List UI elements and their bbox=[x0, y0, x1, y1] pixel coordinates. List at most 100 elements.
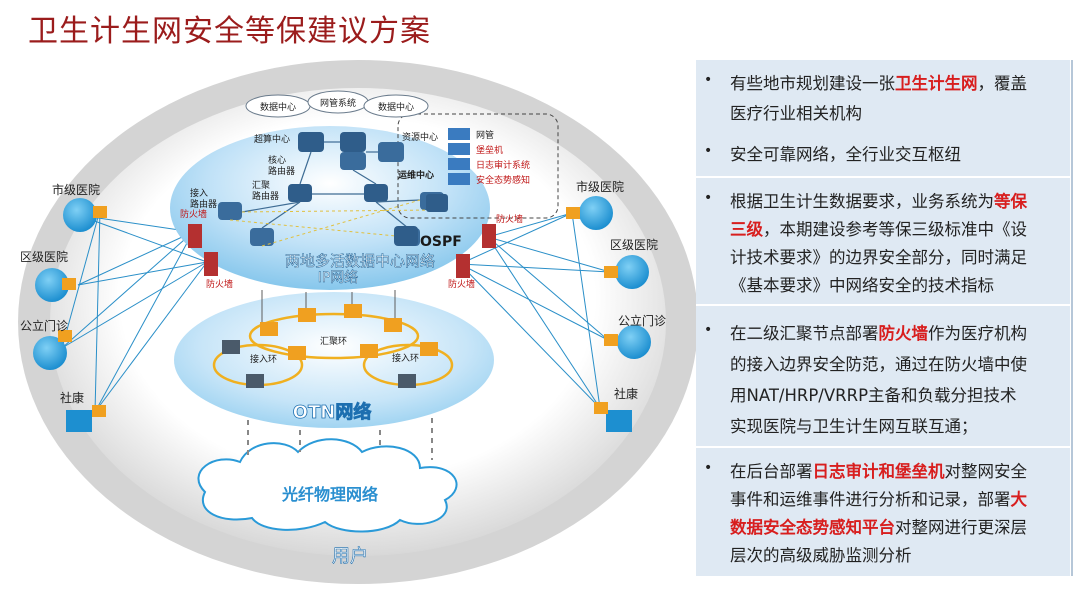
otn-nodes bbox=[222, 304, 438, 388]
right-node-label-1: 市级医院 bbox=[576, 179, 624, 194]
right-node-label-4: 社康 bbox=[614, 386, 638, 401]
card-4-line-3: 数据安全态势感知平台对整网进行更深层 bbox=[730, 514, 1027, 538]
ops-legend-icons bbox=[426, 128, 470, 212]
card-4-line-1: 在后台部署日志审计和堡垒机对整网安全 bbox=[730, 458, 1027, 482]
ip-network-sub: IP网络 bbox=[318, 270, 359, 286]
left-node-label-3: 公立门诊 bbox=[20, 318, 68, 333]
agg-routers bbox=[288, 184, 388, 202]
highlight-text: 数据安全态势感知平台 bbox=[730, 518, 895, 537]
highlight-text: 等保 bbox=[994, 192, 1027, 211]
card-2-line-1: 根据卫生计生数据要求，业务系统为等保 bbox=[730, 188, 1027, 212]
cloud-label-3: 数据中心 bbox=[378, 101, 414, 113]
otn-ellipse bbox=[174, 292, 494, 428]
bullet-icon: • bbox=[704, 322, 713, 338]
ip-network-label: 两地多活数据中心网络 bbox=[285, 252, 435, 270]
agg-ring bbox=[248, 312, 420, 360]
card-4-line-4: 层次的高级威胁监测分析 bbox=[730, 542, 912, 566]
info-card-3: • 在二级汇聚节点部署防火墙作为医疗机构 的接入边界安全防范，通过在防火墙中使 … bbox=[696, 304, 1070, 446]
body-text: 用NAT/HRP/VRRP主备和负载分担技术 bbox=[730, 386, 1017, 405]
fiber-label: 光纤物理网络 bbox=[281, 485, 378, 504]
info-card-4: • 在后台部署日志审计和堡垒机对整网安全 事件和运维事件进行分析和记录，部署大 … bbox=[696, 446, 1070, 576]
ip-network-ellipse bbox=[170, 126, 490, 290]
page-title: 卫生计生网安全等保建议方案 bbox=[28, 14, 431, 49]
left-node-label-4: 社康 bbox=[60, 390, 84, 405]
highlight-text: 防火墙 bbox=[878, 324, 929, 343]
network-diagram: 数据中心 网管系统 数据中心 超算中心 核心路由器 汇聚路由器 接入路由器 资源… bbox=[18, 60, 696, 584]
access-ring-left-label: 接入环 bbox=[250, 353, 277, 365]
card-3-line-4: 实现医院与卫生计生网互联互通； bbox=[730, 413, 978, 437]
highlight-text: 日志审计和堡垒机 bbox=[812, 462, 945, 481]
left-node-icons bbox=[33, 198, 107, 432]
body-text: 对整网安全 bbox=[944, 462, 1028, 481]
body-text: 事件和运维事件进行分析和记录，部署 bbox=[730, 490, 1011, 509]
body-text: ，本期建设参考等保三级标准中《设 bbox=[763, 220, 1027, 239]
ops-center-box bbox=[397, 113, 559, 219]
body-text: 作为医疗机构 bbox=[928, 324, 1027, 343]
body-text: 有些地市规划建设一张 bbox=[730, 74, 895, 93]
info-panel: • 有些地市规划建设一张卫生计生网，覆盖 医疗行业相关机构 • 安全可靠网络，全… bbox=[696, 60, 1070, 576]
agg-router-label: 汇聚路由器 bbox=[252, 180, 279, 202]
firewalls bbox=[188, 224, 496, 278]
left-node-label-1: 市级医院 bbox=[52, 182, 100, 197]
left-node-label-2: 区级医院 bbox=[20, 250, 68, 264]
ops-legend-4: 安全态势感知 bbox=[476, 174, 530, 186]
ospf-label: OSPF bbox=[420, 234, 462, 250]
firewall-label-2: 防火墙 bbox=[206, 278, 233, 290]
right-node-label-2: 区级医院 bbox=[610, 238, 658, 252]
firewall-label-1: 防火墙 bbox=[180, 208, 207, 220]
card-1-line-1: 有些地市规划建设一张卫生计生网，覆盖 bbox=[730, 70, 1027, 94]
ospf-router bbox=[394, 226, 418, 246]
ops-center-label: 运维中心 bbox=[398, 169, 434, 181]
agg-ring-label: 汇聚环 bbox=[320, 336, 347, 347]
card-1-line-3: 安全可靠网络，全行业交互枢纽 bbox=[730, 141, 961, 165]
right-node-label-3: 公立门诊 bbox=[618, 313, 666, 328]
body-text: 医疗行业相关机构 bbox=[730, 104, 862, 123]
body-text: 安全可靠网络，全行业交互枢纽 bbox=[730, 145, 961, 164]
bullet-icon: • bbox=[704, 460, 713, 476]
ops-legend-3: 日志审计系统 bbox=[476, 159, 530, 171]
card-3-line-3: 用NAT/HRP/VRRP主备和负载分担技术 bbox=[730, 382, 1017, 406]
body-text: 计技术要求》的边界安全部分，同时满足 bbox=[730, 248, 1027, 267]
card-3-line-2: 的接入边界安全防范，通过在防火墙中使 bbox=[730, 351, 1027, 375]
access-ring-right-label: 接入环 bbox=[392, 352, 419, 364]
card-2-line-2: 三级，本期建设参考等保三级标准中《设 bbox=[730, 216, 1027, 240]
fiber-links bbox=[247, 418, 433, 460]
body-text: 根据卫生计生数据要求，业务系统为 bbox=[730, 192, 994, 211]
info-card-2: • 根据卫生计生数据要求，业务系统为等保 三级，本期建设参考等保三级标准中《设 … bbox=[696, 176, 1070, 304]
dashed-mesh bbox=[229, 199, 433, 247]
ops-legend-2: 堡垒机 bbox=[476, 144, 503, 156]
firewall-label-4: 防火墙 bbox=[448, 278, 475, 290]
card-3-line-1: 在二级汇聚节点部署防火墙作为医疗机构 bbox=[730, 320, 1027, 344]
body-text: 《基本要求》中网络安全的技术指标 bbox=[730, 276, 994, 295]
top-clouds bbox=[245, 90, 429, 118]
fiber-cloud bbox=[197, 438, 458, 533]
core-routers bbox=[298, 132, 404, 170]
highlight-text: 大 bbox=[1010, 490, 1028, 509]
card-4-line-2: 事件和运维事件进行分析和记录，部署大 bbox=[730, 486, 1027, 510]
card-2-line-4: 《基本要求》中网络安全的技术指标 bbox=[730, 272, 994, 296]
info-card-1: • 有些地市规划建设一张卫生计生网，覆盖 医疗行业相关机构 • 安全可靠网络，全… bbox=[696, 60, 1070, 174]
body-text: 在后台部署 bbox=[730, 462, 813, 481]
body-text: 实现医院与卫生计生网互联互通； bbox=[730, 417, 978, 436]
bullet-icon: • bbox=[704, 190, 713, 206]
body-text: 对整网进行更深层 bbox=[895, 518, 1027, 537]
body-text: 层次的高级威胁监测分析 bbox=[730, 546, 912, 565]
highlight-text: 卫生计生网 bbox=[895, 74, 978, 93]
left-links bbox=[61, 209, 208, 413]
cloud-label-1: 数据中心 bbox=[260, 101, 296, 113]
right-links bbox=[459, 212, 611, 409]
supercompute-label: 超算中心 bbox=[254, 133, 290, 145]
panel-edge bbox=[1071, 60, 1073, 576]
ops-legend-1: 网管 bbox=[476, 129, 494, 141]
right-node-icons bbox=[566, 196, 651, 432]
body-text: ，覆盖 bbox=[977, 74, 1028, 93]
card-2-line-3: 计技术要求》的边界安全部分，同时满足 bbox=[730, 244, 1027, 268]
bullet-icon: • bbox=[704, 72, 713, 88]
firewall-label-3: 防火墙 bbox=[496, 213, 523, 225]
body-text: 的接入边界安全防范，通过在防火墙中使 bbox=[730, 355, 1027, 374]
resource-center-label: 资源中心 bbox=[402, 131, 438, 143]
core-mesh bbox=[241, 141, 421, 229]
core-router-label: 核心路由器 bbox=[268, 154, 295, 177]
otn-label: OTN网络 bbox=[293, 401, 372, 423]
bullet-icon: • bbox=[704, 143, 713, 159]
